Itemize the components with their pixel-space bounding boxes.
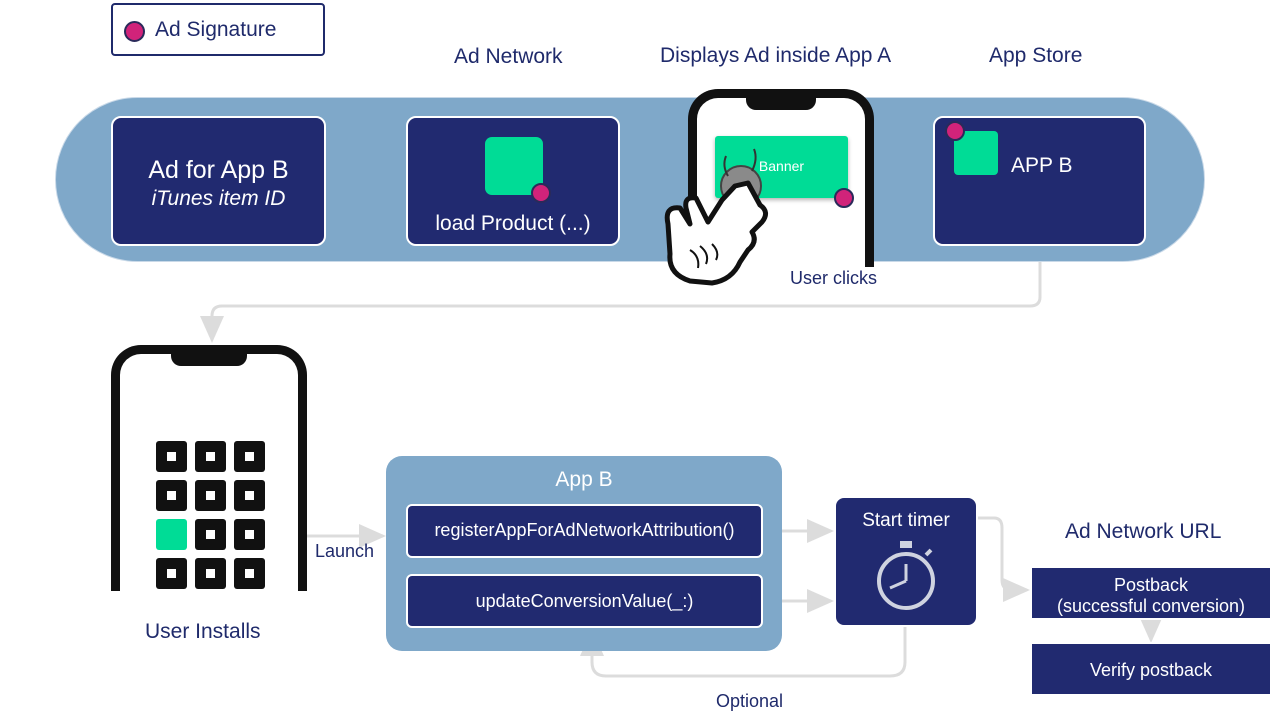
postback-line2: (successful conversion) (1056, 596, 1246, 616)
app-tile-inner (245, 452, 254, 461)
register-call-label: registerAppForAdNetworkAttribution() (434, 520, 735, 540)
update-call-box: updateConversionValue(_:) (406, 574, 763, 628)
app-tile-icon (234, 480, 265, 511)
app-tile-inner (245, 491, 254, 500)
app-tile-inner (245, 530, 254, 539)
app-tile-inner (206, 491, 215, 500)
postback-box: Postback (successful conversion) (1030, 566, 1272, 620)
app-tile-icon (195, 480, 226, 511)
launch-label: Launch (315, 541, 375, 561)
app-b-title: App B (555, 468, 613, 491)
app-tile-inner (206, 569, 215, 578)
verify-postback-label: Verify postback (1089, 660, 1213, 680)
app-tile-inner (167, 491, 176, 500)
app-tile-icon (156, 480, 187, 511)
load-product-label: load Product (...) (435, 212, 591, 235)
register-call-box: registerAppForAdNetworkAttribution() (406, 504, 763, 558)
ad-box-subtitle: iTunes item ID (151, 187, 286, 210)
ad-box-title: Ad for App B (148, 156, 289, 184)
app-tile-icon (195, 558, 226, 589)
timer-to-postback-arrow (978, 516, 1030, 602)
app-tile-icon (234, 558, 265, 589)
phone-a-notch (746, 96, 816, 110)
header-displays-ad: Displays Ad inside App A (660, 44, 892, 67)
header-app-store: App Store (989, 44, 1083, 67)
user-installs-label: User Installs (145, 620, 261, 643)
verify-postback-box: Verify postback (1030, 642, 1272, 696)
app-tile-icon (234, 519, 265, 550)
signature-dot-icon (124, 21, 145, 42)
store-signature-dot-icon (945, 121, 965, 141)
app-tile-inner (167, 452, 176, 461)
app-grid (156, 441, 268, 591)
app-tile-icon (195, 441, 226, 472)
legend-label: Ad Signature (155, 18, 277, 41)
app-tile-inner (206, 530, 215, 539)
app-tile-icon (195, 519, 226, 550)
optional-loop-arrow (580, 627, 907, 678)
stopwatch-icon (877, 541, 935, 610)
start-timer-box: Start timer (834, 496, 978, 627)
postback-line1: Postback (1113, 575, 1189, 595)
ad-for-app-b-box: Ad for App B iTunes item ID (111, 116, 326, 246)
app-tile-inner (206, 452, 215, 461)
phone-installs-notch (171, 352, 247, 366)
app-tile-icon (234, 441, 265, 472)
app-store-box: APP B (933, 116, 1146, 246)
user-clicks-label: User clicks (790, 268, 878, 288)
ad-network-box: load Product (...) (406, 116, 620, 246)
start-timer-label: Start timer (862, 510, 950, 531)
legend-box: Ad Signature (111, 3, 325, 56)
app-tile-icon (156, 441, 187, 472)
store-to-phone-arrow (200, 246, 1042, 343)
app-tile-icon (156, 558, 187, 589)
app-tile-inner (245, 569, 254, 578)
header-ad-network: Ad Network (454, 45, 563, 68)
app-b-store-label: APP B (1011, 154, 1073, 177)
product-signature-dot-icon (531, 183, 551, 203)
optional-label: Optional (716, 691, 784, 711)
banner-signature-dot-icon (834, 188, 854, 208)
header-ad-network-url: Ad Network URL (1065, 520, 1222, 543)
app-tile-inner (167, 569, 176, 578)
banner-label: Banner (758, 158, 805, 174)
installed-app-b-icon (156, 519, 187, 550)
update-call-label: updateConversionValue(_:) (475, 591, 694, 611)
